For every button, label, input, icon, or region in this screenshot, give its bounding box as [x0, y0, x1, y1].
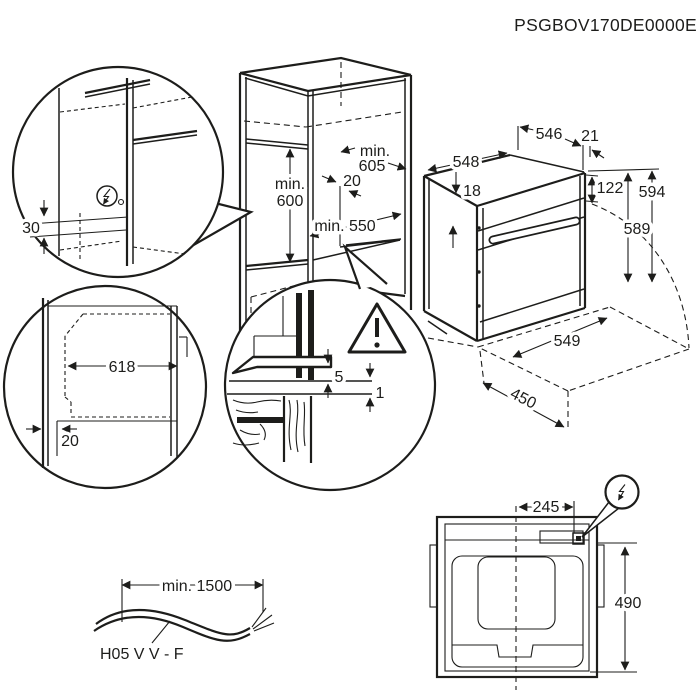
- dim-niche-height-prefix: min.: [275, 176, 305, 193]
- front-gap-detail-balloon: 5 1: [223, 243, 437, 492]
- dim-body-width: 548: [453, 154, 480, 171]
- electrical-connection-icon: [96, 185, 118, 207]
- warning-icon: [347, 302, 407, 354]
- dim-niche-depth: min. 550: [314, 218, 375, 235]
- electrical-connection-icon-rear: [581, 474, 640, 538]
- dim-plinth-recess: 30: [22, 220, 40, 237]
- dim-appliance-depth: 618: [109, 359, 136, 376]
- dim-connection-offset-y: 490: [615, 595, 642, 612]
- wood-section: [232, 396, 313, 463]
- cable-type-label: H05 V V - F: [100, 646, 184, 663]
- dim-front-width: 546: [536, 126, 563, 143]
- dim-vent-gap: 20: [343, 173, 361, 190]
- dim-door-open-depth: 450: [507, 385, 539, 412]
- dim-panel-height: 122: [597, 180, 624, 197]
- dim-plinth-gap: 20: [61, 433, 79, 450]
- dim-frame-overhang: 21: [581, 128, 599, 145]
- dim-cable-length: min. 1500: [162, 578, 232, 595]
- power-cable: min. 1500 H05 V V - F: [93, 575, 275, 663]
- wall-detail-balloon: 30: [11, 65, 254, 279]
- side-detail-balloon: 618 20: [2, 284, 208, 490]
- dim-top-clearance: 18: [463, 183, 481, 200]
- dim-top-gap: 5: [335, 369, 344, 386]
- oven-3d: 548 546 21 18 122 594 589 549 450: [422, 123, 690, 429]
- dim-niche-height-value: 600: [277, 193, 304, 210]
- dim-body-depth: 549: [554, 333, 581, 350]
- dim-height-front: 594: [639, 184, 666, 201]
- dim-connection-offset-x: 245: [533, 499, 560, 516]
- dim-bottom-gap: 1: [376, 385, 385, 402]
- dim-niche-width-value: 605: [359, 158, 386, 175]
- oven-rear-view: 245 490: [429, 474, 645, 690]
- cabinet-3d: min. 600 min. 605 20 min. 550: [238, 56, 413, 336]
- socket-point: [117, 198, 125, 206]
- doc-code: PSGBOV170DE0000E: [514, 15, 697, 35]
- dim-height-back: 589: [624, 221, 651, 238]
- dim-niche-width-prefix: min.: [360, 143, 390, 160]
- connection-terminal: [572, 532, 585, 545]
